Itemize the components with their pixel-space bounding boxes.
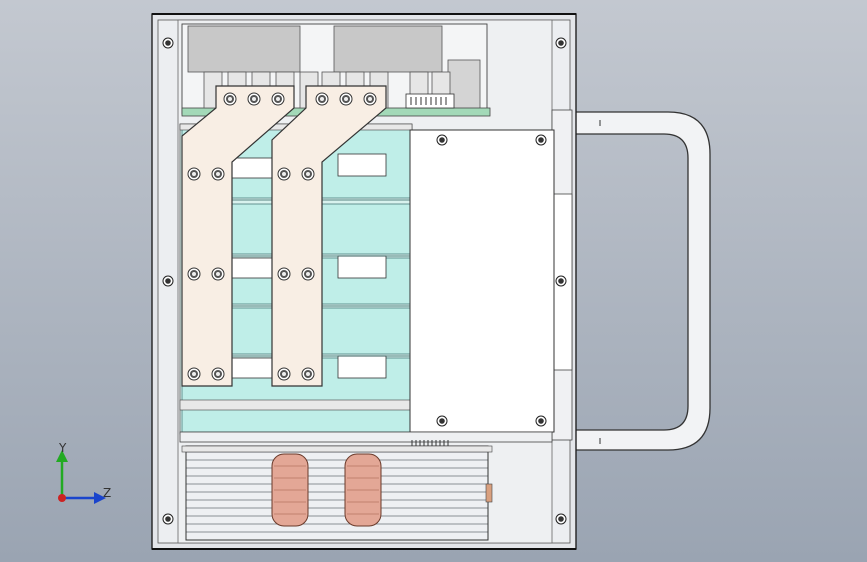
busbar-bolt-icon: [339, 92, 353, 106]
z-arrowhead-icon: [94, 492, 106, 504]
mounting-screw-icon: [162, 513, 174, 525]
busbar-bolt-icon: [271, 92, 285, 106]
origin-dot-icon: [58, 494, 66, 502]
mounting-screw-icon: [162, 275, 174, 287]
busbar-bolt-icon: [301, 167, 315, 181]
mounting-screw-icon: [535, 415, 547, 427]
busbar-bolt-icon: [277, 267, 291, 281]
lower-rail: [179, 431, 553, 446]
busbar-bolt-icon: [223, 92, 237, 106]
side-cover-plate[interactable]: [409, 129, 555, 433]
mounting-screw-icon: [162, 37, 174, 49]
busbar-bolt-icon: [187, 167, 201, 181]
mounting-screw-icon: [555, 275, 567, 287]
busbar-bolt-icon: [211, 367, 225, 381]
busbar-bolt-icon: [277, 367, 291, 381]
y-arrowhead-icon: [56, 450, 68, 462]
mounting-screw-icon: [555, 513, 567, 525]
busbar-bolt-icon: [187, 267, 201, 281]
z-axis-label: Z: [103, 486, 111, 500]
mounting-screw-icon: [436, 415, 448, 427]
orientation-triad: Y Z: [56, 441, 111, 504]
busbar-left[interactable]: [181, 85, 295, 387]
mounting-screw-icon: [535, 134, 547, 146]
toroid-inductor-icon: [271, 453, 309, 527]
busbar-bolt-icon: [301, 267, 315, 281]
busbar-bolt-icon: [301, 367, 315, 381]
busbar-bolt-icon: [211, 267, 225, 281]
busbar-right[interactable]: [271, 85, 387, 387]
mounting-screw-icon: [555, 37, 567, 49]
toroid-inductor-icon: [344, 453, 382, 527]
busbar-bolt-icon: [277, 167, 291, 181]
busbar-bolt-icon: [211, 167, 225, 181]
y-axis-label: Y: [58, 441, 67, 455]
heatsink[interactable]: [181, 445, 493, 541]
mounting-screw-icon: [436, 134, 448, 146]
busbar-bolt-icon: [315, 92, 329, 106]
busbar-bolt-icon: [187, 367, 201, 381]
busbar-bolt-icon: [247, 92, 261, 106]
carry-handle[interactable]: [571, 111, 711, 451]
busbar-bolt-icon: [363, 92, 377, 106]
